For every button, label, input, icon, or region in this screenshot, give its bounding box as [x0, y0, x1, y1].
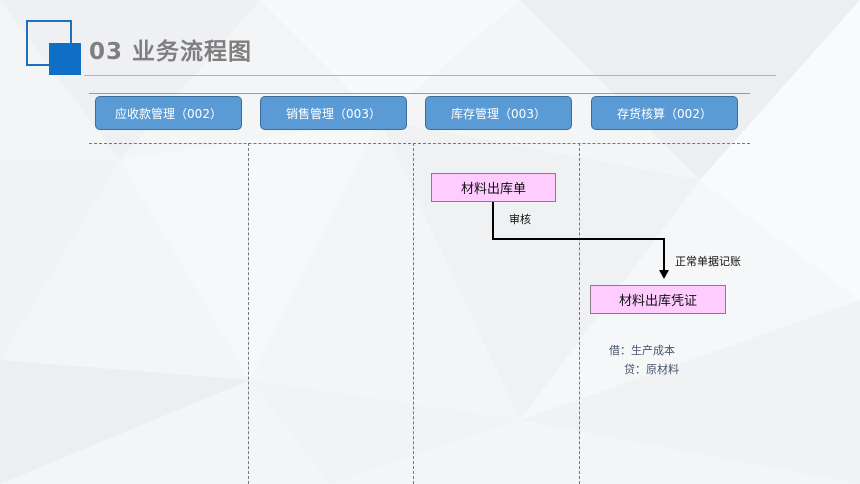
title-divider [84, 75, 776, 76]
node-material-out-slip: 材料出库单 [431, 173, 556, 202]
lane-header-receivables: 应收款管理（002） [95, 96, 242, 130]
edge-label-posting: 正常单据记账 [675, 255, 741, 268]
page-title: 03 业务流程图 [89, 39, 253, 65]
journal-credit-line: 贷：原材料 [624, 363, 679, 376]
node-material-out-voucher: 材料出库凭证 [590, 285, 726, 314]
lane-divider-2 [413, 143, 414, 484]
lane-top-line [89, 93, 750, 94]
logo-filled-square [49, 43, 81, 75]
lane-divider-1 [248, 143, 249, 484]
lane-header-separator [89, 143, 750, 144]
journal-debit-line: 借：生产成本 [609, 344, 675, 357]
edge-label-audit: 审核 [509, 213, 531, 226]
lane-header-sales: 销售管理（003） [260, 96, 407, 130]
lane-header-cost-accounting: 存货核算（002） [591, 96, 738, 130]
lane-header-inventory: 库存管理（003） [425, 96, 572, 130]
lane-divider-3 [579, 143, 580, 484]
